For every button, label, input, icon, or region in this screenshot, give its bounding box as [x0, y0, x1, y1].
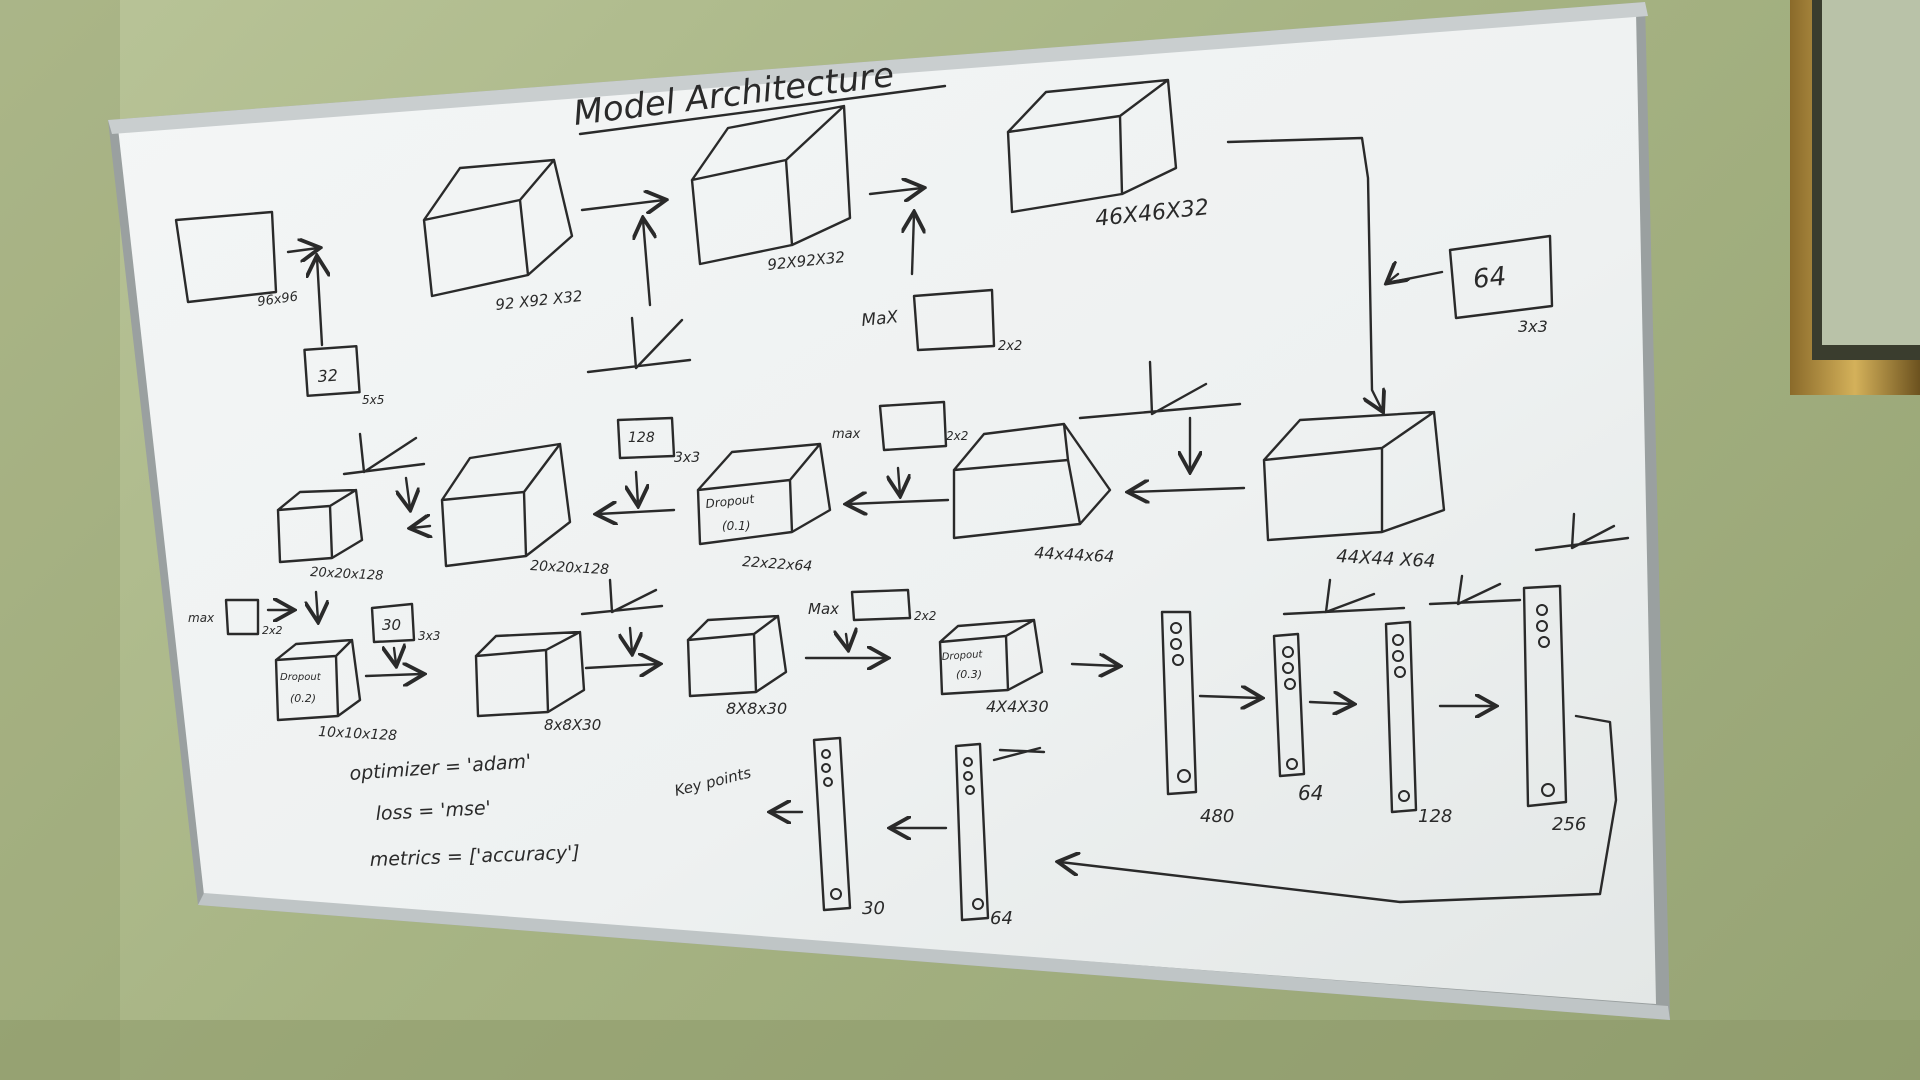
label-filter64: 64 [1472, 262, 1508, 295]
label-filter128: 128 [628, 430, 655, 446]
maxpool-box-2 [878, 400, 948, 452]
maxpool-box-1 [912, 288, 996, 352]
label-b10: 10x10x128 [318, 724, 398, 744]
picture-frame [1790, 0, 1920, 395]
filter-30-box [370, 602, 416, 644]
label-d256: 256 [1552, 814, 1586, 835]
label-b8b: 8X8x30 [726, 699, 787, 718]
filter-64-box [1448, 234, 1554, 320]
filter-32-box [303, 345, 361, 397]
label-max2: max [832, 427, 861, 442]
handwritten-text: Model Architecture 96x96 92 X92 X32 92X9… [188, 55, 1586, 929]
label-b20b: 20x20x128 [310, 565, 384, 584]
label-k3a: 3x3 [1518, 317, 1548, 336]
label-b8a: 8x8X30 [544, 716, 601, 734]
label-k5: 5x5 [362, 393, 384, 407]
dense-256 [1522, 584, 1568, 808]
label-k2c: 2x2 [262, 624, 283, 637]
maxpool-box-3 [224, 598, 260, 636]
label-d64b: 64 [990, 908, 1013, 929]
label-k3b: 3x3 [674, 450, 700, 466]
label-b44b: 44x44x64 [1034, 543, 1115, 566]
label-k2b: 2x2 [946, 429, 968, 443]
label-max4: Max [808, 600, 839, 618]
label-d30: 30 [862, 898, 885, 919]
dense-64-bottom [954, 742, 990, 922]
input-square [174, 210, 278, 304]
label-dropout2v: (0.2) [290, 692, 316, 705]
label-dropout3: Dropout [941, 649, 983, 663]
label-filter32: 32 [317, 366, 339, 386]
label-b44a: 44X44 X64 [1336, 546, 1436, 572]
dense-30-bottom [812, 736, 852, 912]
label-96x96: 96x96 [256, 289, 298, 310]
label-max3: max [188, 611, 215, 625]
label-b4: 4X4X30 [986, 697, 1049, 716]
label-k3c: 3x3 [418, 629, 440, 643]
label-k2a: 2x2 [998, 339, 1022, 354]
whiteboard [108, 2, 1670, 1020]
drawings [174, 78, 1630, 922]
dense-480 [1160, 610, 1198, 796]
label-d64a: 64 [1298, 781, 1323, 805]
label-dropout1: Dropout [705, 492, 756, 511]
dense-dots [821, 604, 1555, 910]
label-dropout2: Dropout [280, 672, 322, 683]
label-d128: 128 [1418, 806, 1452, 827]
dense-64 [1272, 632, 1306, 778]
maxpool-box-4 [850, 588, 912, 622]
label-max1: MaX [860, 307, 899, 331]
dense-128 [1384, 620, 1418, 814]
label-d480: 480 [1200, 806, 1234, 827]
filter-128-box [616, 416, 676, 460]
label-dropout3v: (0.3) [956, 668, 982, 681]
label-b22: 22x22x64 [742, 554, 813, 575]
label-dropout1v: (0.1) [722, 519, 750, 533]
wall-bottom [0, 1020, 1920, 1080]
label-filter30: 30 [382, 616, 401, 634]
axes-icon [1078, 360, 1242, 420]
label-k2d: 2x2 [914, 609, 936, 623]
label-b20a: 20x20x128 [530, 558, 610, 578]
wall-shadow [0, 0, 120, 1080]
